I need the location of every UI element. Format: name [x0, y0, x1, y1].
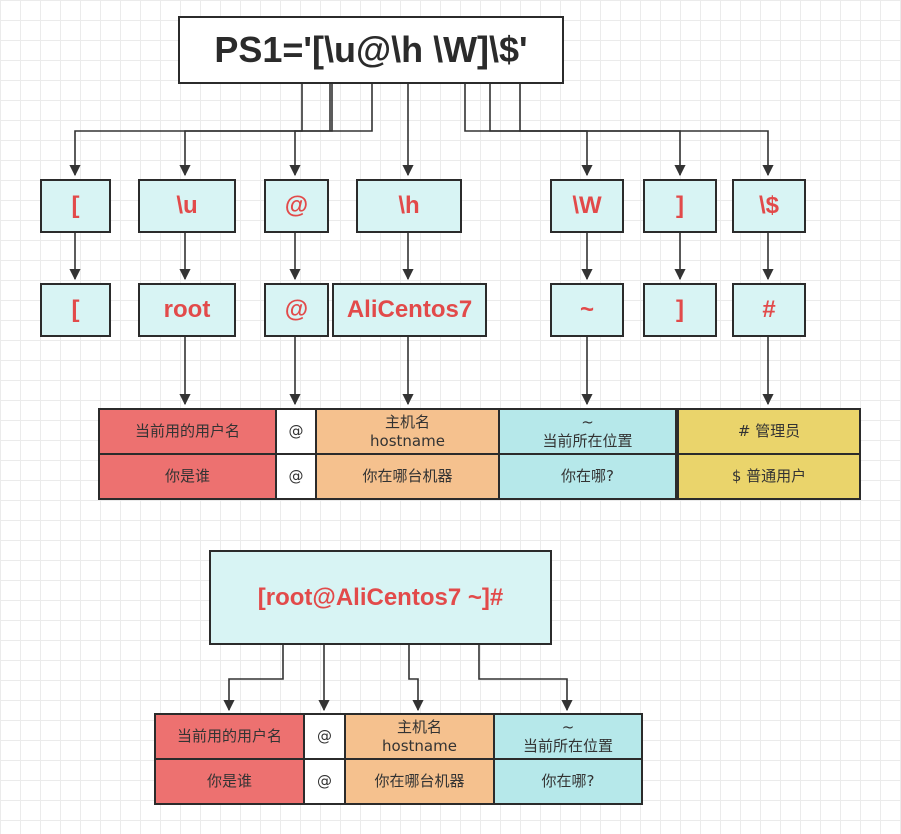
- t2-who-label: 你是谁: [154, 758, 305, 805]
- prompt-example: [root@AliCentos7 ~]#: [257, 583, 504, 611]
- t1-machine-label: 你在哪台机器: [315, 453, 500, 500]
- value-at: @: [264, 283, 329, 337]
- value-bracket-open: [: [40, 283, 111, 337]
- arrow-to-dollar-code: [519, 84, 774, 177]
- value-workdir: ~: [550, 283, 624, 337]
- arrow-to-bracket-close: [489, 84, 686, 177]
- value-bracket-close: ]: [643, 283, 717, 337]
- value-host: AliCentos7: [332, 283, 487, 337]
- code-bracket-open: [: [40, 179, 111, 233]
- t2-at-label: @: [303, 713, 346, 760]
- arrow-to-u-code: [179, 84, 333, 177]
- ps1-title-box: PS1='[\u@\h \W]\$': [178, 16, 564, 84]
- code-user: \u: [138, 179, 236, 233]
- t2-user-label: 当前用的用户名: [154, 713, 305, 760]
- arrow-to-at-code: [289, 84, 373, 177]
- t1-who-label: 你是谁: [98, 453, 277, 500]
- t1-normal-user-label: $ 普通用户: [677, 453, 861, 500]
- t2-host-label: 主机名 hostname: [344, 713, 495, 760]
- value-prompt-char: #: [732, 283, 806, 337]
- t1-user-label: 当前用的用户名: [98, 408, 277, 455]
- arrow-to-bracket-open: [69, 84, 303, 177]
- ps1-title: PS1='[\u@\h \W]\$': [214, 29, 528, 70]
- arrow-to-w-code: [464, 84, 593, 177]
- code-prompt-char: \$: [732, 179, 806, 233]
- t1-admin-label: # 管理员: [677, 408, 861, 455]
- t1-at-label: @: [275, 408, 317, 455]
- t2-at-label-2: @: [303, 758, 346, 805]
- code-workdir: \W: [550, 179, 624, 233]
- t1-at-label-2: @: [275, 453, 317, 500]
- t2-where-label: 你在哪?: [493, 758, 643, 805]
- t1-host-label: 主机名 hostname: [315, 408, 500, 455]
- code-host: \h: [356, 179, 462, 233]
- arrow-prompt-to-host-cell: [408, 645, 424, 712]
- code-at: @: [264, 179, 329, 233]
- t2-machine-label: 你在哪台机器: [344, 758, 495, 805]
- arrow-prompt-to-user-cell: [223, 645, 284, 712]
- t1-where-label: 你在哪?: [498, 453, 677, 500]
- t1-dir-label: ~ 当前所在位置: [498, 408, 677, 455]
- t2-dir-label: ~ 当前所在位置: [493, 713, 643, 760]
- code-bracket-close: ]: [643, 179, 717, 233]
- arrow-prompt-to-dir-cell: [478, 645, 573, 712]
- value-user: root: [138, 283, 236, 337]
- prompt-example-box: [root@AliCentos7 ~]#: [209, 550, 552, 645]
